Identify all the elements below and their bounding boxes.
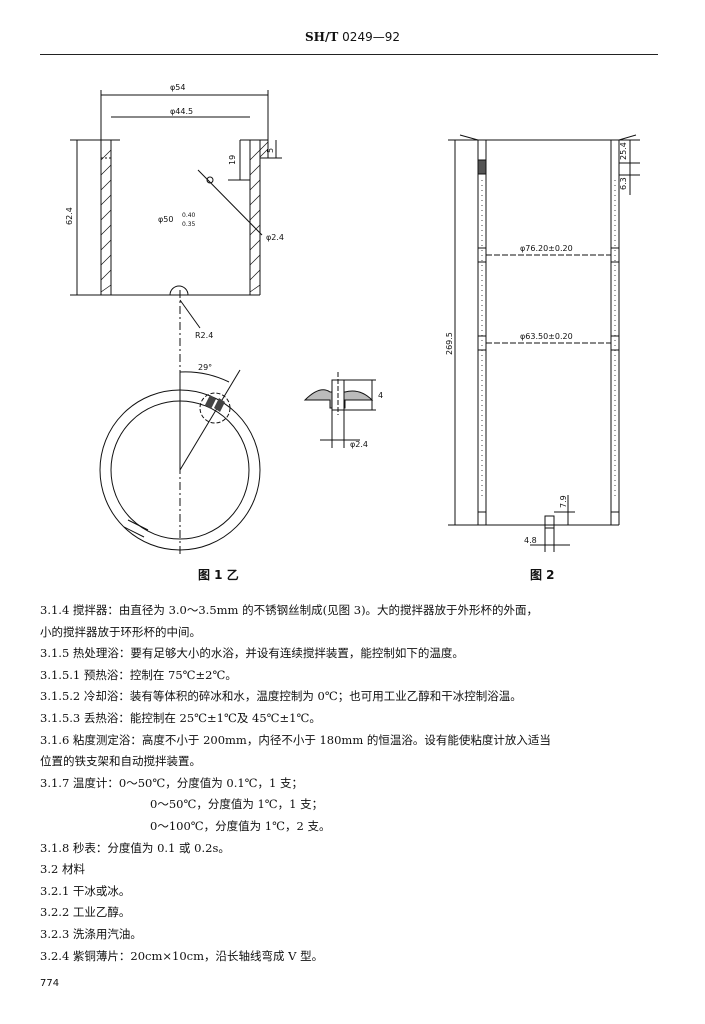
standard-prefix: SH/T [305,30,339,44]
paragraph-line: 3.2.1 干冰或冰。 [40,883,131,898]
paragraph-line: 3.2.2 工业乙醇。 [40,905,131,920]
dim-outer-diameter: φ54 [170,83,185,92]
dim-hole-diameter: φ2.4 [266,233,284,242]
paragraph-line: 3.1.6 粘度测定浴：高度不小于 200mm，内径不小于 180mm 的恒温浴… [40,732,551,747]
header-rule [40,54,658,55]
figure-2-caption: 图 2 [530,568,555,582]
paragraph-line: 0～50℃，分度值为 1℃，1 支； [150,797,324,812]
dim-pin-diameter: φ2.4 [350,440,368,449]
paragraph-line: 0～100℃，分度值为 1℃，2 支。 [150,818,331,833]
page-number: 774 [40,978,60,989]
dim-fig2-height: 269.5 [445,332,454,355]
dim-fig2-bottom-height: 7.9 [559,495,568,508]
paragraph-line: 3.1.5.1 预热浴：控制在 75℃±2℃。 [40,667,237,682]
dim-fig2-tab-width: 4.8 [524,536,537,545]
dim-total-height: 62.4 [65,207,74,225]
document-body: 3.1.4 搅拌器：由直径为 3.0～3.5mm 的不锈钢丝制成(见图 3)。大… [40,600,662,967]
paragraph-line: 3.2.3 洗涤用汽油。 [40,926,142,941]
dim-fig2-diameter-2: φ63.50±0.20 [520,332,573,341]
paragraph-line: 小的搅拌器放于环形杯的中间。 [40,624,201,639]
paragraph-line: 3.1.5.2 冷却浴：装有等体积的碎冰和水，温度控制为 0℃；也可用工业乙醇和… [40,689,522,704]
dim-angle: 29° [198,363,212,372]
figure-1-drawing: φ54 φ44.5 φ50 0.40 0.35 62.4 19 5 φ2.4 R… [65,83,640,555]
paragraph-line: 3.1.8 秒表：分度值为 0.1 或 0.2s。 [40,840,230,855]
dim-tolerance-lower: 0.35 [182,221,196,228]
paragraph-line: 位置的铁支架和自动搅拌装置。 [40,754,201,769]
section-heading: 3.2 材料 [40,862,85,877]
dim-fig2-step: 6.3 [619,177,628,190]
dim-top-height: 19 [228,155,237,165]
dim-pin-height: 4 [378,391,383,400]
paragraph-line: 3.1.4 搅拌器：由直径为 3.0～3.5mm 的不锈钢丝制成(见图 3)。大… [40,603,539,617]
dim-inner-diameter: φ44.5 [170,107,193,116]
page-header: SH/T 0249—92 [0,30,705,44]
dim-fig2-top-height: 25.4 [619,142,628,160]
dim-tolerance-upper: 0.40 [182,212,196,219]
dim-lip-height: 5 [266,148,275,153]
standard-code: 0249—92 [342,30,400,44]
paragraph-line: 3.1.7 温度计：0～50℃，分度值为 0.1℃，1 支； [40,775,304,790]
paragraph-line: 3.2.4 紫铜薄片：20cm×10cm，沿长轴线弯成 V 型。 [40,948,324,963]
paragraph-line: 3.1.5.3 丢热浴：能控制在 25℃±1℃及 45℃±1℃。 [40,710,321,725]
dim-body-diameter: φ50 [158,215,173,224]
paragraph-line: 3.1.5 热处理浴：要有足够大小的水浴，并设有连续搅拌装置，能控制如下的温度。 [40,646,464,661]
dim-fig2-diameter-1: φ76.20±0.20 [520,244,573,253]
dim-notch-radius: R2.4 [195,331,213,340]
figure-1-caption: 图 1 乙 [198,568,239,582]
